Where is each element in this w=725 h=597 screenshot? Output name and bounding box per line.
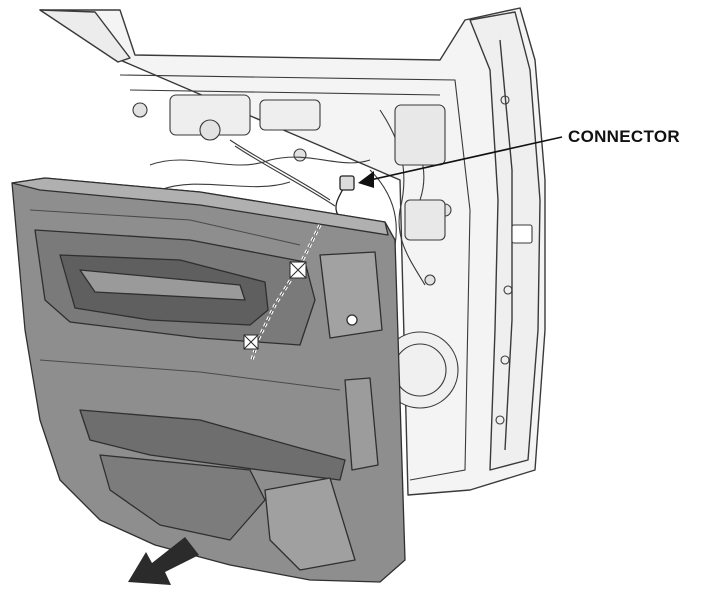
door-trim-panel [11,177,406,583]
connector-part [335,175,355,216]
connector-leader-line [358,136,563,188]
connector-route-dashed-outline [251,224,321,361]
connector-label: CONNECTOR [568,127,680,146]
arrow-down-left-icon [128,537,199,585]
clip-icon [243,261,307,350]
inner-door-skin [119,74,533,481]
